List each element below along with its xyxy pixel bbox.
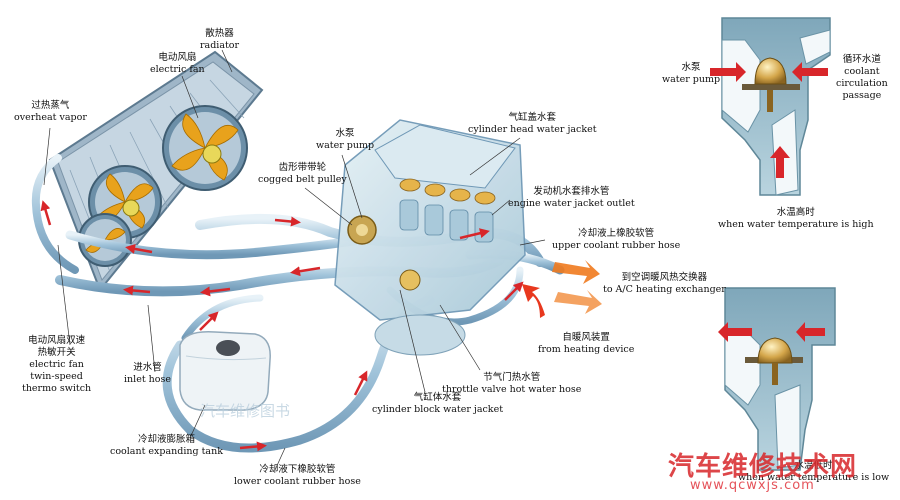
leader-lines	[43, 49, 546, 471]
watermark-url: www.qcwxjs.com	[690, 478, 815, 493]
flow-arrows	[40, 200, 524, 452]
label-fan-thermo-switch: 电动风扇双速 热敏开关 electric fan twin-speed ther…	[22, 335, 92, 394]
thermostat-low-panel	[718, 287, 836, 471]
label-coolant-circulation-passage: 循环水道 coolant circulation passage	[836, 54, 888, 101]
engine-block	[334, 119, 526, 356]
flow-arrow	[710, 62, 746, 82]
electric-fan	[78, 105, 248, 267]
coolant-expanding-tank	[179, 331, 271, 411]
watermark-brand: 汽车维修技术网	[668, 452, 858, 482]
hot-air-arrow-in	[522, 284, 545, 318]
thermostat-high-panel	[710, 17, 831, 196]
watermark-center: 汽车维修图书	[200, 402, 291, 420]
hot-air-arrow-out	[552, 260, 602, 314]
flow-arrow	[718, 322, 752, 342]
